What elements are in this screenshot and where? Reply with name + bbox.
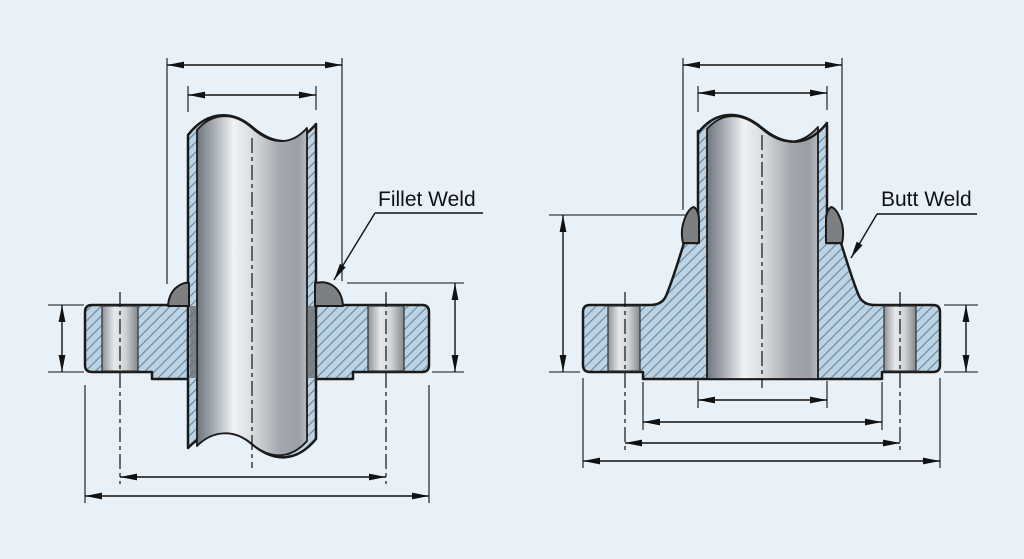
leader-arrow	[333, 212, 376, 281]
bore-shadow-left	[190, 306, 197, 378]
pipe-break-curve	[696, 113, 829, 143]
dimensions-left-view	[48, 58, 464, 503]
butt-weld-callout: Butt Weld	[850, 188, 977, 259]
fillet-weld-bead-right	[314, 281, 344, 307]
bore-shadow-right	[307, 306, 315, 378]
leader-arrow	[850, 213, 878, 259]
butt-weld-label: Butt Weld	[881, 188, 972, 211]
weld-neck-flange-view: Butt Weld	[549, 58, 978, 468]
fillet-weld-callout: Fillet Weld	[333, 188, 483, 281]
slip-on-flange-view: Fillet Weld	[48, 58, 483, 503]
dimensions-right-view	[549, 58, 978, 468]
fillet-weld-bead-left	[167, 281, 190, 307]
butt-weld-bead-left	[680, 206, 700, 244]
butt-weld-bead-right	[825, 206, 845, 244]
fillet-weld-label: Fillet Weld	[378, 188, 476, 211]
bolt-hole-left	[607, 305, 641, 372]
